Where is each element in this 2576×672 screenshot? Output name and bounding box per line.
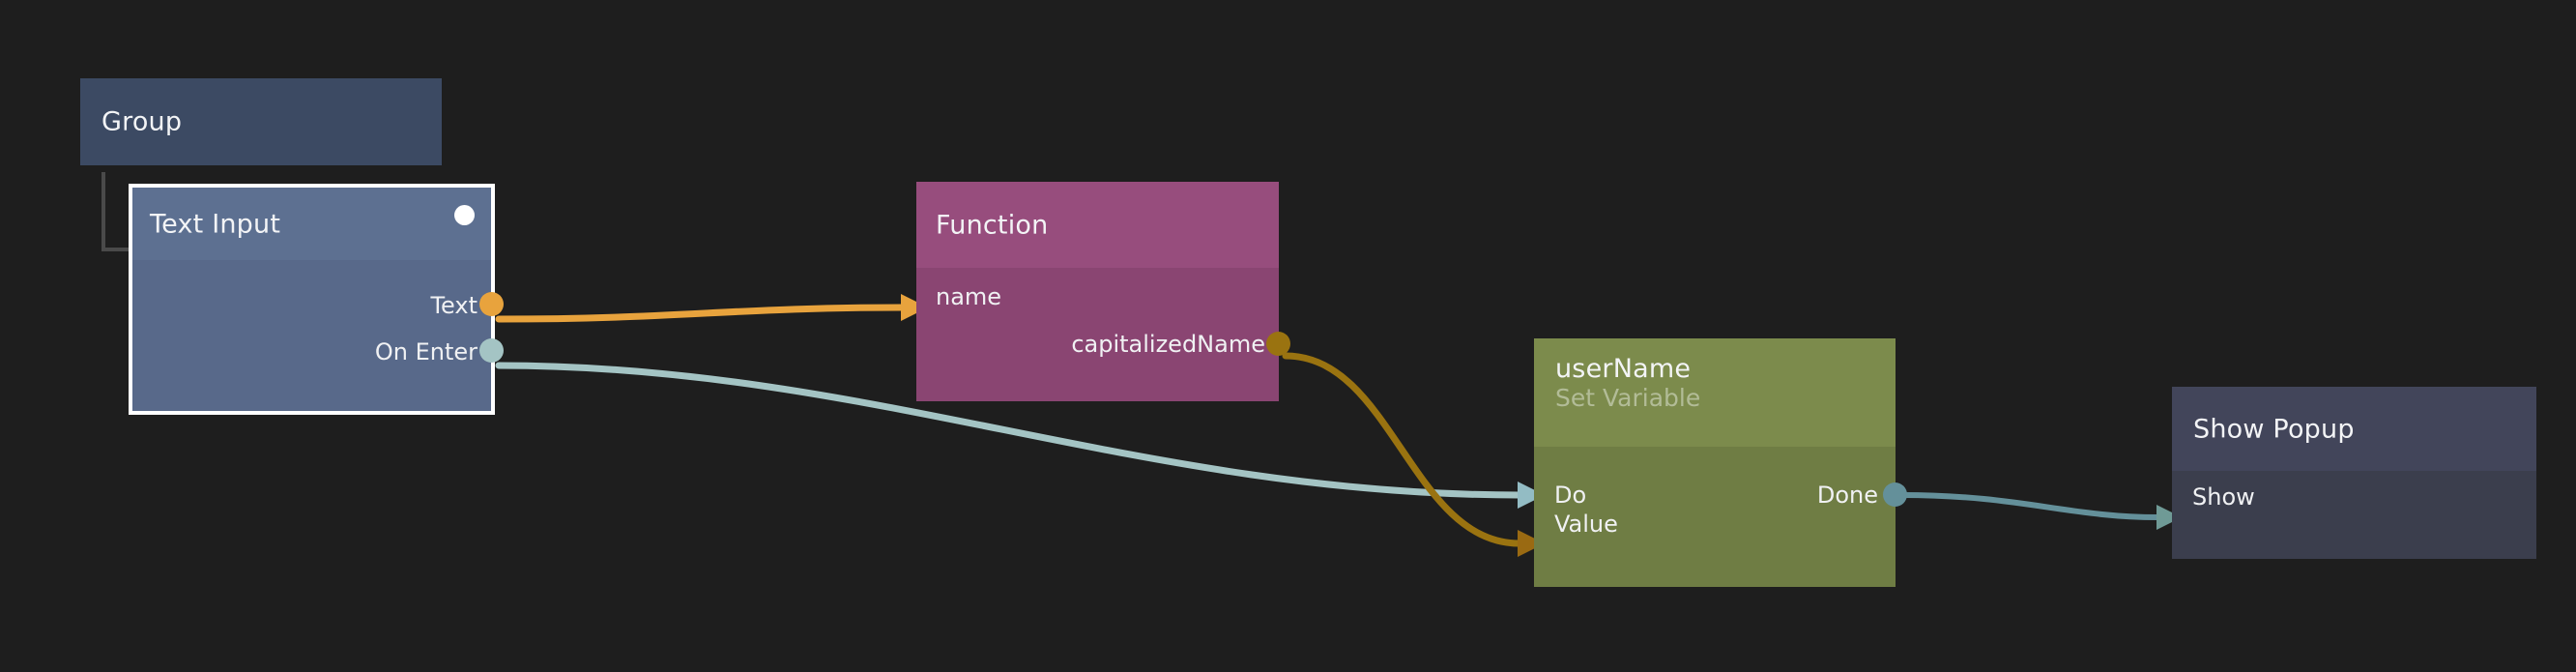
port-dot-done[interactable] <box>1883 482 1907 507</box>
port-row-name[interactable]: name <box>936 283 1001 310</box>
port-row-show[interactable]: Show <box>2192 483 2255 511</box>
function-body: name capitalizedName <box>916 268 1290 401</box>
function-header[interactable]: Function <box>916 182 1279 268</box>
port-label-done: Done <box>1816 482 1878 509</box>
node-set-variable[interactable]: userName Set Variable Do Value Done <box>1534 338 1907 587</box>
node-text-input[interactable]: Text Input Text On Enter <box>129 184 504 415</box>
port-row-on-enter[interactable]: On Enter <box>375 338 478 365</box>
text-input-header[interactable]: Text Input <box>132 188 491 260</box>
text-input-body: Text On Enter <box>132 260 504 411</box>
text-input-title: Text Input <box>150 209 281 239</box>
function-title: Function <box>936 210 1049 240</box>
show-popup-header[interactable]: Show Popup <box>2172 387 2536 471</box>
node-group[interactable]: Group <box>80 78 442 165</box>
port-row-value[interactable]: Value <box>1554 511 1618 538</box>
set-variable-header[interactable]: userName Set Variable <box>1534 338 1896 447</box>
port-row-done[interactable]: Done <box>1817 482 1878 509</box>
set-variable-body: Do Value Done <box>1534 447 1907 587</box>
port-row-capitalizedname[interactable]: capitalizedName <box>1071 331 1265 358</box>
selection-indicator-icon[interactable] <box>454 205 475 225</box>
port-label-on-enter: On Enter <box>374 338 478 365</box>
port-dot-on-enter[interactable] <box>479 338 504 363</box>
port-label-do: Do <box>1554 482 1587 509</box>
port-row-do[interactable]: Do <box>1554 482 1586 509</box>
node-show-popup[interactable]: Show Popup Show <box>2172 387 2536 559</box>
group-header[interactable]: Group <box>80 78 442 165</box>
port-row-text[interactable]: Text <box>430 292 478 319</box>
show-popup-body: Show <box>2172 471 2536 559</box>
wire-done-to-show <box>1899 492 2161 520</box>
set-variable-subtitle: Set Variable <box>1555 384 1701 412</box>
wire-text-to-name <box>495 304 906 323</box>
port-label-capitalizedname: capitalizedName <box>1071 331 1265 358</box>
port-dot-text[interactable] <box>479 292 504 316</box>
group-bracket <box>101 172 146 251</box>
port-label-show: Show <box>2192 483 2255 511</box>
port-label-value: Value <box>1554 511 1618 538</box>
node-function[interactable]: Function name capitalizedName <box>916 182 1290 401</box>
wire-capitalizedname-to-value <box>1282 352 1523 547</box>
port-label-name: name <box>936 283 1002 310</box>
group-title: Group <box>101 106 183 137</box>
show-popup-title: Show Popup <box>2193 414 2355 444</box>
port-label-text: Text <box>430 292 478 319</box>
port-dot-capitalizedname[interactable] <box>1266 332 1290 356</box>
set-variable-title: userName <box>1555 354 1692 384</box>
